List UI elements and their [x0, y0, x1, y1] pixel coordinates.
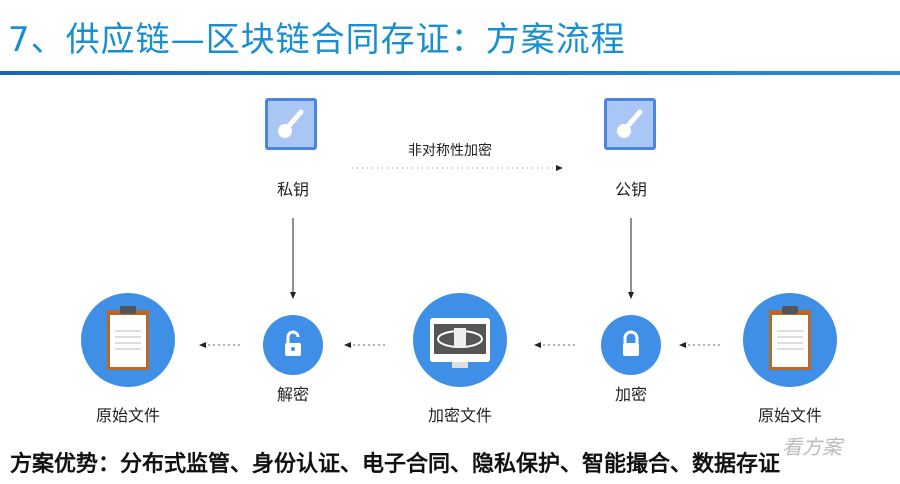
- title-divider: [0, 71, 900, 75]
- public-key-label: 公钥: [614, 180, 648, 199]
- lock-icon: [601, 315, 661, 375]
- encrypted-file-label: 加密文件: [427, 406, 493, 425]
- original-file-right-label: 原始文件: [757, 406, 823, 425]
- decrypt-label: 解密: [276, 385, 310, 404]
- watermark: 看方案: [782, 435, 842, 459]
- advantages-text: 方案优势：分布式监管、身份认证、电子合同、隐私保护、智能撮合、数据存证: [10, 452, 781, 477]
- encrypt-label: 加密: [614, 385, 648, 404]
- public-key-icon: [604, 98, 656, 150]
- original-file-icon: [81, 293, 175, 387]
- original-file-left-label: 原始文件: [95, 406, 161, 425]
- page-title: 7、供应链—区块链合同存证：方案流程: [8, 20, 626, 60]
- asym-encryption-label: 非对称性加密: [408, 143, 492, 159]
- private-key-icon: [265, 98, 317, 150]
- private-key-label: 私钥: [276, 180, 310, 199]
- encrypted-file-monitor-icon: [413, 293, 507, 387]
- unlock-icon: [263, 315, 323, 375]
- original-file-icon: [743, 293, 837, 387]
